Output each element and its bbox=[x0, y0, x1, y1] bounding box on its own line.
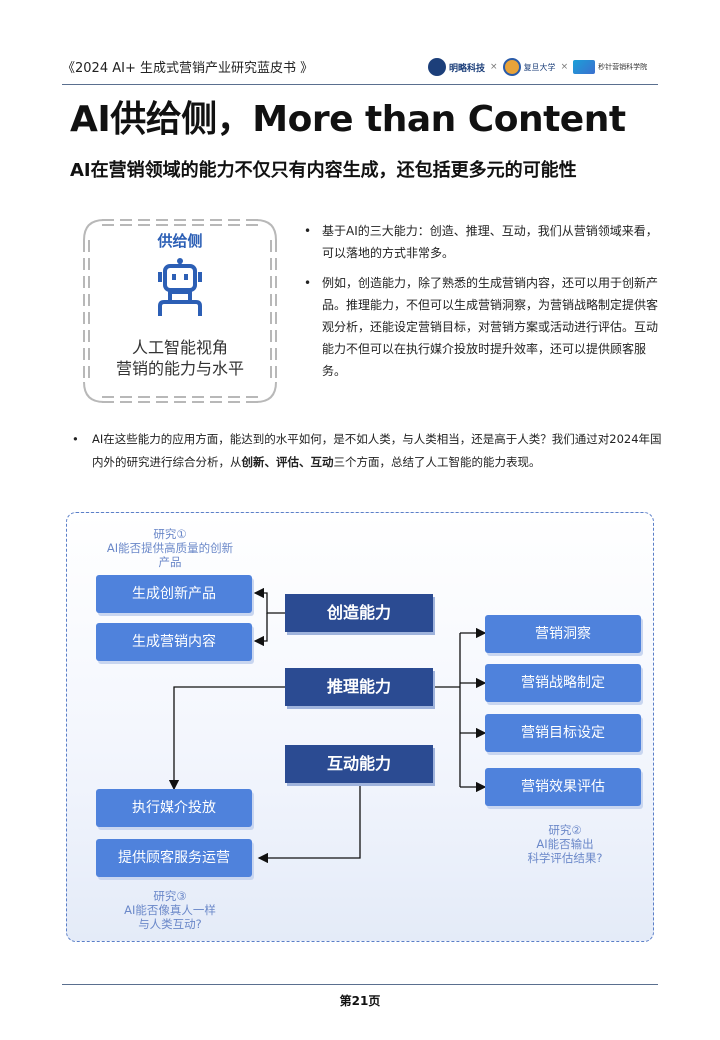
ability-bullets: • 基于AI的三大能力：创造、推理、互动，我们从营销领域来看，可以落地的方式非常… bbox=[304, 220, 660, 390]
generate-content-box: 生成营销内容 bbox=[96, 623, 252, 661]
header-divider bbox=[62, 84, 658, 85]
study3-note: 研究③ AI能否像真人一样 与人类互动? bbox=[124, 889, 216, 931]
interaction-ability-box: 互动能力 bbox=[285, 745, 433, 783]
miaozhen-logo-icon bbox=[573, 60, 596, 74]
mininglamp-logo-icon bbox=[428, 58, 446, 76]
bullet-icon: • bbox=[72, 432, 79, 446]
creation-ability-box: 创造能力 bbox=[285, 594, 433, 632]
marketing-goal-box: 营销目标设定 bbox=[485, 714, 641, 752]
logo-separator: × bbox=[490, 62, 498, 72]
generate-product-box: 生成创新产品 bbox=[96, 575, 252, 613]
marketing-insight-box: 营销洞察 bbox=[485, 615, 641, 653]
supply-side-frame: 供给侧 人工智能视角 营销的能力与水平 bbox=[80, 216, 280, 406]
logo-separator: × bbox=[560, 62, 569, 72]
partner-logos: 明略科技 × 复旦大学 × 秒针营销科学院 bbox=[428, 54, 647, 80]
summary-bullet: • AI在这些能力的应用方面，能达到的水平如何，是不如人类，与人类相当，还是高于… bbox=[72, 428, 662, 474]
marketing-ability-text: 营销的能力与水平 bbox=[115, 359, 244, 378]
marketing-strategy-box: 营销战略制定 bbox=[485, 664, 641, 702]
page-number: 第21页 bbox=[339, 994, 381, 1008]
fudan-seal-icon bbox=[502, 58, 521, 76]
list-item: • 基于AI的三大能力：创造、推理、互动，我们从营销领域来看，可以落地的方式非常… bbox=[304, 220, 660, 264]
study2-note: 研究② AI能否输出 科学评估结果? bbox=[527, 823, 603, 865]
connector-lines bbox=[168, 587, 487, 864]
media-placement-box: 执行媒介投放 bbox=[96, 789, 252, 827]
customer-service-box: 提供顾客服务运营 bbox=[96, 839, 252, 877]
bullet-icon: • bbox=[304, 276, 312, 290]
ability-diagram: 研究① AI能否提供高质量的创新 产品 研究② AI能否输出 科学评估结果? 研… bbox=[66, 512, 654, 942]
study1-note: 研究① AI能否提供高质量的创新 产品 bbox=[106, 527, 234, 569]
robot-icon bbox=[158, 258, 202, 316]
dashed-frame-border bbox=[83, 219, 277, 403]
footer-divider bbox=[62, 984, 658, 985]
report-header-title: 《2024 AI+ 生成式营销产业研究蓝皮书 》 bbox=[62, 61, 314, 76]
list-item: • 例如，创造能力，除了熟悉的生成营销内容，还可以用于创新产品。推理能力，不但可… bbox=[304, 272, 660, 382]
bullet-icon: • bbox=[304, 224, 312, 238]
fudan-logo: 复旦大学 bbox=[502, 58, 556, 76]
page-title: AI供给侧，More than Content bbox=[70, 99, 626, 140]
marketing-evaluation-box: 营销效果评估 bbox=[485, 768, 641, 806]
highlight-keywords: 创新、评估、互动 bbox=[241, 455, 334, 469]
page-subtitle: AI在营销领域的能力不仅只有内容生成，还包括更多元的可能性 bbox=[70, 160, 577, 181]
mininglamp-logo: 明略科技 bbox=[428, 58, 485, 76]
miaozhen-logo: 秒针营销科学院 bbox=[573, 60, 647, 74]
reasoning-ability-box: 推理能力 bbox=[285, 668, 433, 706]
supply-side-label: 供给侧 bbox=[157, 232, 203, 250]
ai-perspective-text: 人工智能视角 bbox=[131, 338, 228, 357]
